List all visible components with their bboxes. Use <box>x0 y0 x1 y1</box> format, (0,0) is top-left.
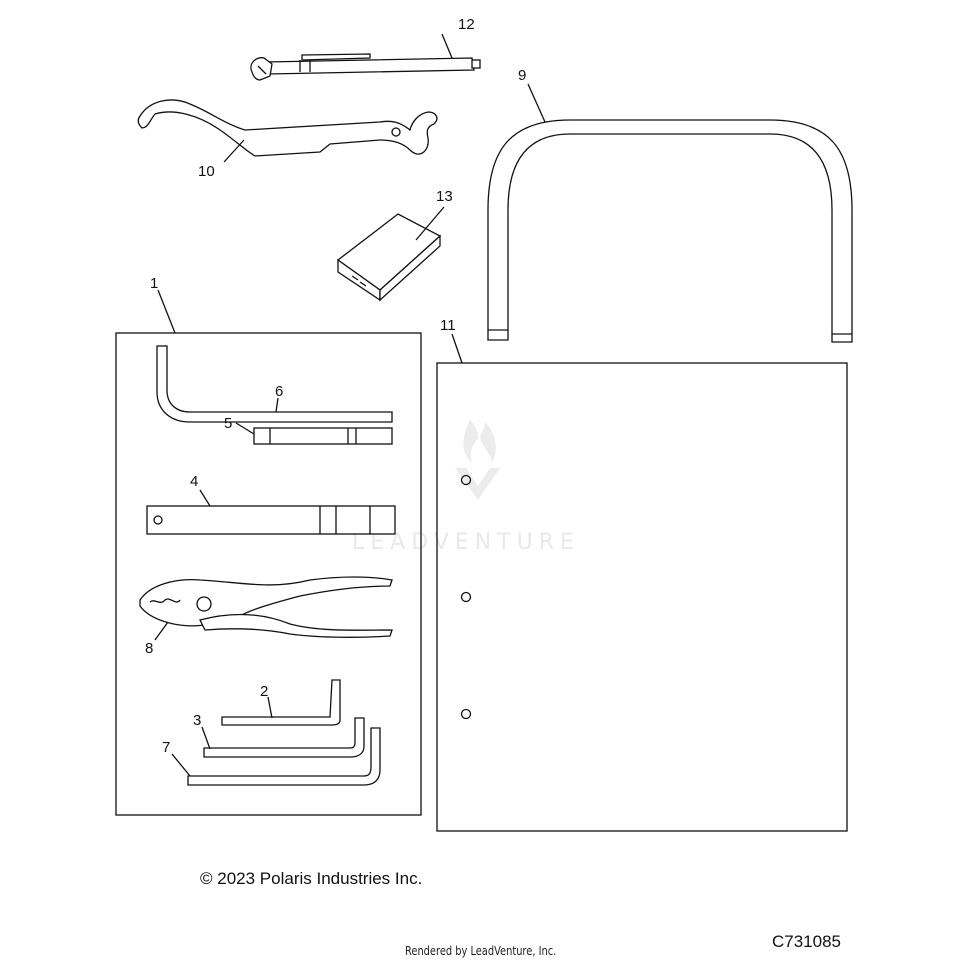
callout-6: 6 <box>275 383 283 400</box>
part-9-bar <box>487 119 853 343</box>
part-13-case <box>336 213 442 302</box>
callout-10: 10 <box>198 163 215 180</box>
leader-lines <box>154 33 546 777</box>
callout-8: 8 <box>145 640 153 657</box>
callout-3: 3 <box>193 712 201 729</box>
part-12-tool <box>250 53 481 81</box>
watermark: LEADVENTURE <box>352 420 574 555</box>
callout-1: 1 <box>150 275 158 292</box>
part-8-pliers <box>139 576 393 638</box>
callout-9: 9 <box>518 67 526 84</box>
part-7-hex-key <box>187 727 381 786</box>
part-3-hex-key <box>203 717 365 758</box>
rendered-by-credit: Rendered by LeadVenture, Inc. <box>405 944 557 958</box>
callout-12: 12 <box>458 16 475 33</box>
part-2-hex-key <box>221 679 341 726</box>
callout-7: 7 <box>162 739 170 756</box>
part-6-hex-key <box>156 345 393 423</box>
part-4-plug-wrench <box>146 505 396 535</box>
part-11-manual <box>436 362 848 832</box>
part-1-tool-kit-box <box>115 332 422 816</box>
watermark-flame-logo <box>455 420 500 500</box>
callout-2: 2 <box>260 683 268 700</box>
callout-13: 13 <box>436 188 453 205</box>
callout-5: 5 <box>224 415 232 432</box>
copyright-notice: © 2023 Polaris Industries Inc. <box>200 869 423 888</box>
callout-11: 11 <box>440 317 456 334</box>
callouts: 1 2 3 4 5 6 7 8 9 10 11 12 13 <box>145 16 526 756</box>
part-5-socket <box>253 427 393 445</box>
callout-4: 4 <box>190 473 198 490</box>
part-10-spanner-wrench <box>137 99 438 157</box>
figure-id: C731085 <box>772 932 842 951</box>
